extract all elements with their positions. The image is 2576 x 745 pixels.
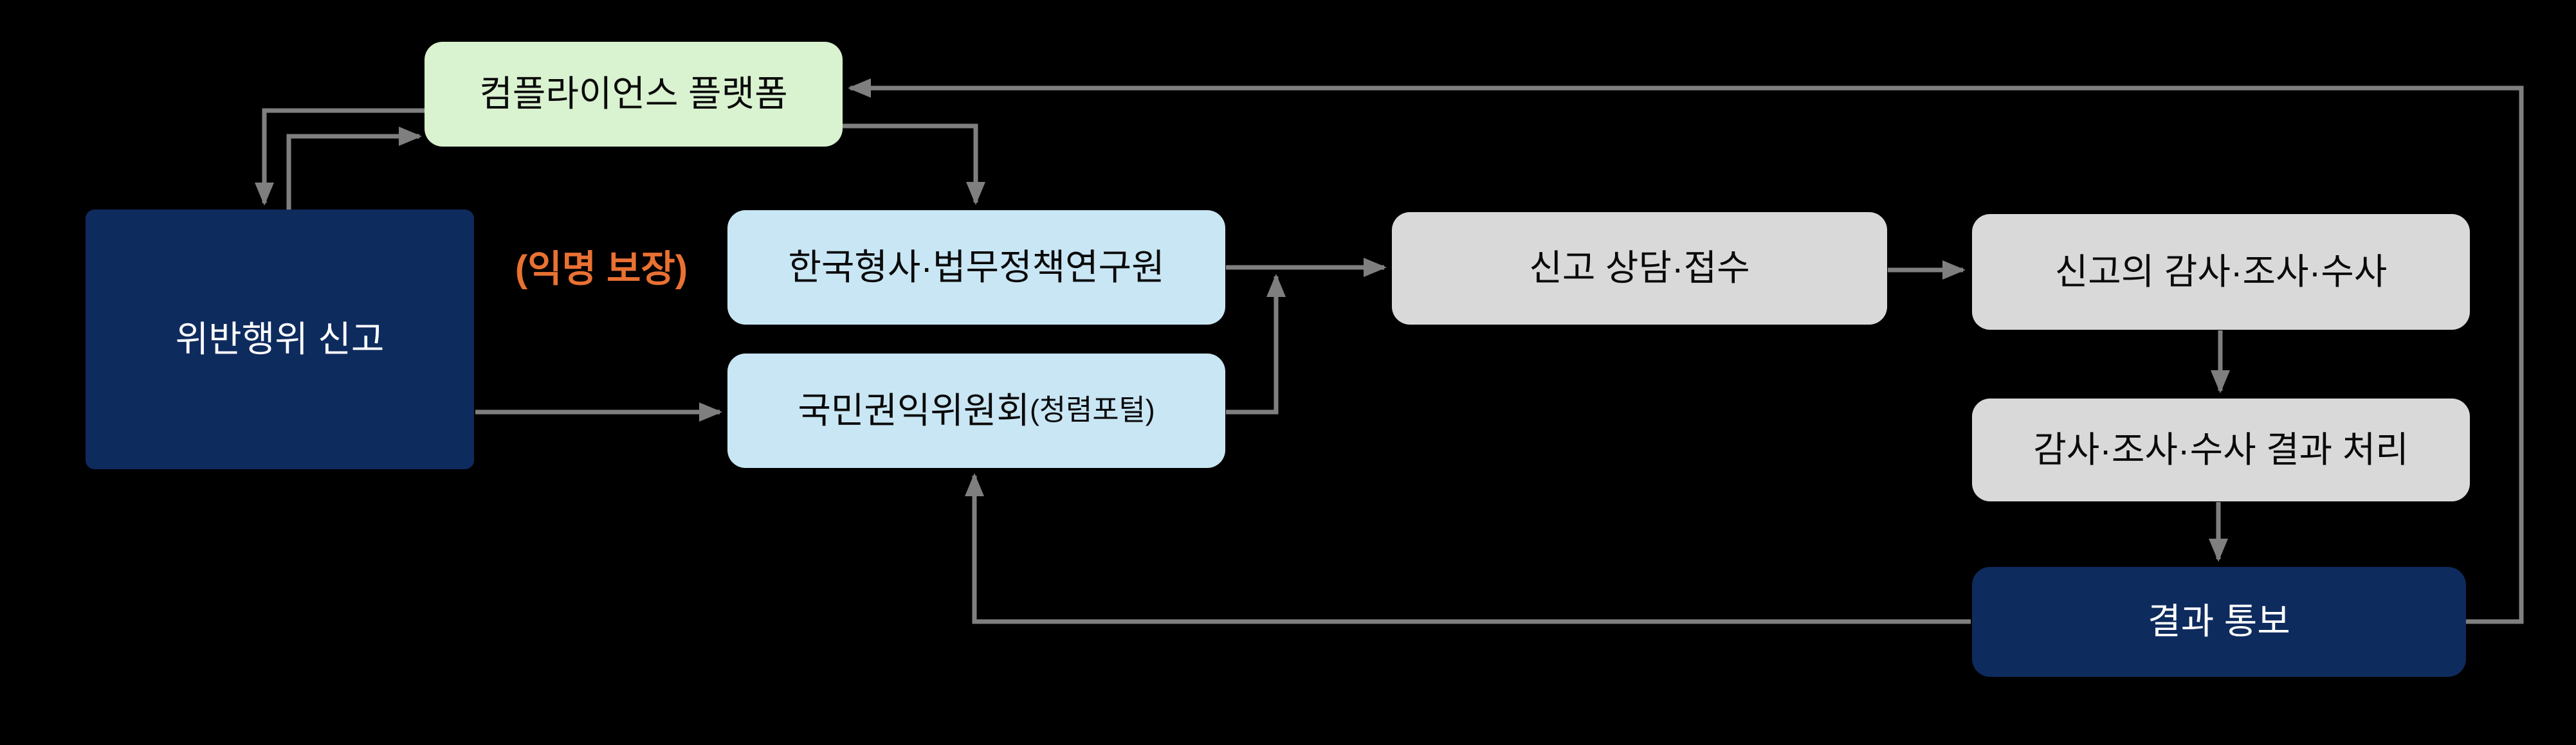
node-violation-report: 위반행위 신고 — [86, 210, 474, 469]
edge-compliance-to-kicj — [843, 123, 985, 205]
edge-notice-to-acrc — [965, 473, 1971, 624]
edge-acrc-to-intake — [1226, 274, 1286, 415]
node-report-audit-investigation: 신고의 감사·조사·수사 — [1972, 214, 2470, 330]
acrc-main-label: 국민권익위원회 — [798, 390, 1030, 431]
edge-notice-to-compliance — [848, 78, 2524, 624]
node-compliance-platform: 컴플라이언스 플랫폼 — [425, 42, 843, 147]
edge-report-to-compliance — [286, 127, 422, 210]
anonymity-guarantee-label: (익명 보장) — [515, 248, 688, 290]
edge-compliance-to-report — [255, 108, 425, 206]
node-result-processing: 감사·조사·수사 결과 처리 — [1972, 399, 2470, 501]
node-kicj-institute: 한국형사·법무정책연구원 — [727, 210, 1225, 325]
node-acrc-portal: 국민권익위원회(청렴포털) — [727, 354, 1225, 468]
node-report-consult-intake: 신고 상담·접수 — [1392, 212, 1887, 325]
node-result-notice: 결과 통보 — [1972, 567, 2466, 677]
acrc-paren-label: (청렴포털) — [1029, 394, 1155, 427]
